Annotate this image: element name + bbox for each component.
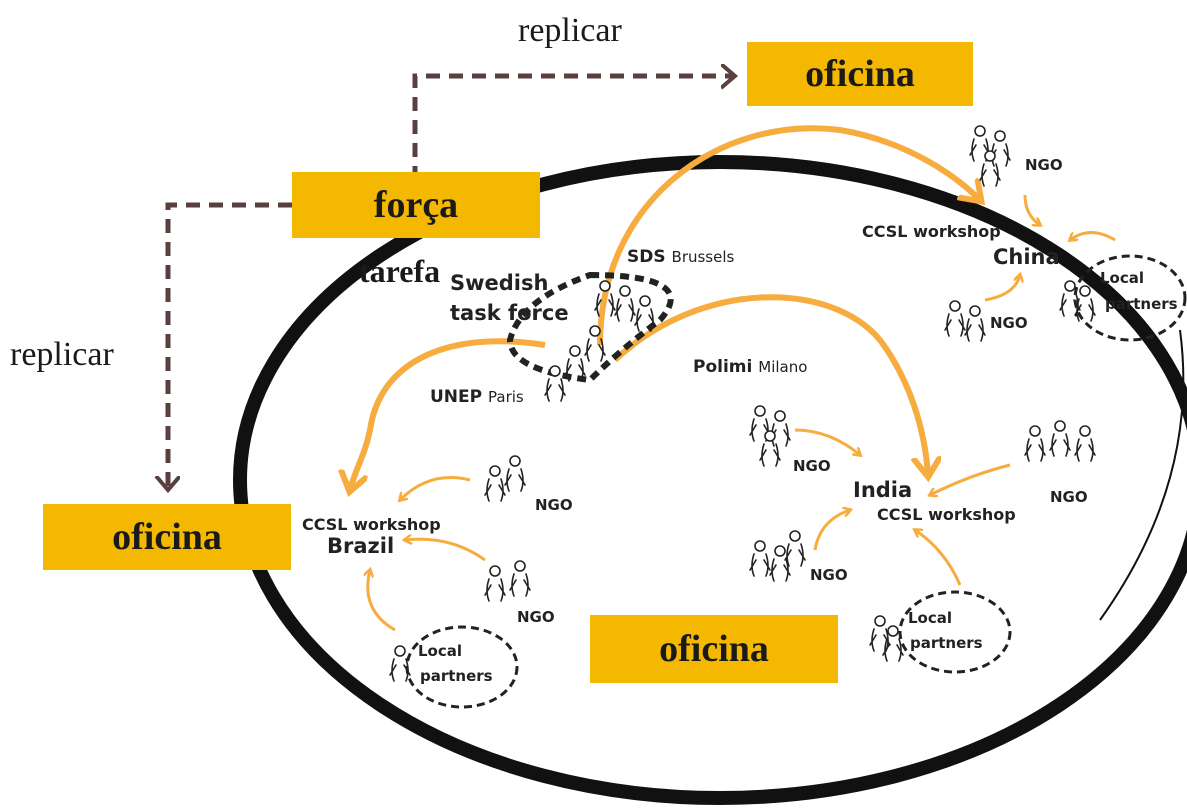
ngo-brazil-2: NGO — [517, 608, 555, 626]
ngo-china-1: NGO — [1025, 156, 1063, 174]
world-ellipse — [233, 155, 1187, 805]
flow-to-brazil-arrow — [350, 338, 546, 490]
china-workshop-label: CCSL workshop — [862, 222, 1001, 241]
swedish-label-2: task force — [450, 301, 569, 325]
local-brazil-1: Local — [418, 642, 462, 660]
replicate-connector-top — [412, 76, 735, 180]
unep-label: UNEP Paris — [430, 387, 524, 407]
ngo-india-2: NGO — [810, 566, 848, 584]
forca-text: força — [373, 184, 459, 226]
polimi-label: Polimi Milano — [693, 357, 807, 377]
flow-to-india-arrow — [612, 294, 928, 475]
ngo-india-3: NGO — [1050, 488, 1088, 506]
bottom-oficina-text: oficina — [659, 628, 769, 670]
local-china-2: partners — [1105, 295, 1178, 313]
local-brazil-2: partners — [420, 667, 493, 685]
flow-to-china-arrow — [597, 125, 980, 346]
forca-box: força — [292, 172, 540, 238]
local-partners-brazil-loop — [389, 625, 519, 709]
local-partners-china-loop — [1059, 254, 1187, 342]
ngo-china-2: NGO — [990, 314, 1028, 332]
local-india-2: partners — [910, 634, 983, 652]
ngo-brazil-1: NGO — [535, 496, 573, 514]
replicar-top-text: replicar — [518, 12, 622, 49]
tarefa-text: tarefa — [359, 253, 441, 289]
brazil-workshop-label: CCSL workshop — [302, 515, 441, 534]
local-china-1: Local — [1100, 269, 1144, 287]
top-oficina-box: oficina — [747, 42, 973, 106]
india-workshop-label: CCSL workshop — [877, 505, 1016, 524]
left-oficina-text: oficina — [112, 516, 222, 558]
china-label: China — [993, 245, 1060, 269]
india-label: India — [853, 478, 912, 502]
local-partners-india-loop — [869, 590, 1012, 674]
bottom-oficina-box: oficina — [590, 615, 838, 683]
left-oficina-box: oficina — [43, 504, 291, 570]
top-oficina-text: oficina — [805, 53, 915, 95]
local-flow-arrows — [368, 194, 1116, 632]
sds-label: SDS Brussels — [627, 247, 735, 267]
brazil-label: Brazil — [327, 534, 394, 558]
swedish-label-1: Swedish — [450, 271, 548, 295]
ngo-india-1: NGO — [793, 457, 831, 475]
replicate-connector-left — [168, 202, 292, 490]
replicar-left-text: replicar — [10, 336, 114, 373]
local-india-1: Local — [908, 609, 952, 627]
